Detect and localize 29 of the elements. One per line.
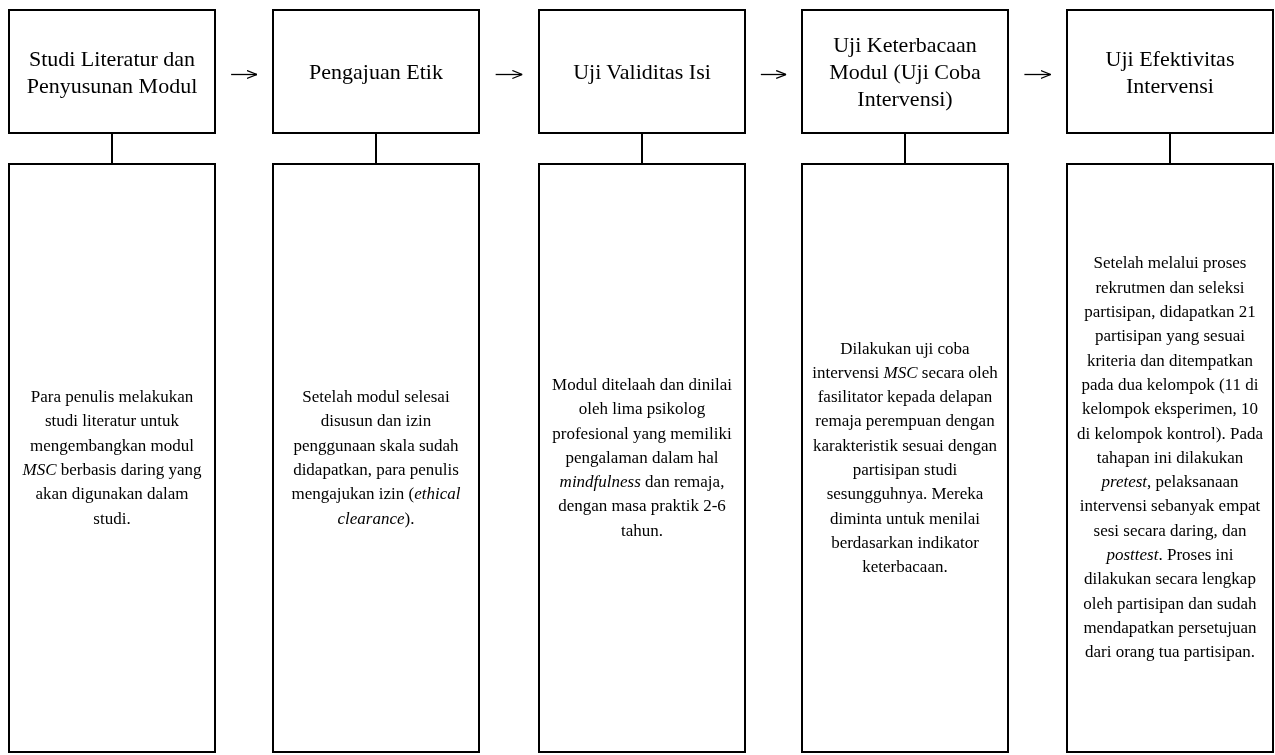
step-description: Setelah modul selesai disusun dan izin penggunaan skala sudah didapatkan, para penulis mengajukan izin (ethical clearance). [290,386,462,530]
step-box [801,9,1009,134]
step-box [8,9,216,134]
connector-line [375,133,377,164]
arrow [760,69,787,80]
step-box [272,9,480,134]
arrow [495,69,523,80]
step-title: Studi Literatur dan Penyusunan Modul [25,44,199,99]
description-box [1066,163,1274,753]
description-box [801,163,1009,753]
step-description: Dilakukan uji coba intervensi MSC secara oleh fasilitator kepada delapan remaja perempuan dengan karakteristik sesuai dengan partisipan studi sesungguhnya. Mereka diminta untuk menilai berdasarkan indikator keterbacaan. [811,337,999,579]
connector-line [111,133,113,164]
connector-line [641,133,643,164]
arrow [1023,69,1052,80]
step-description: Setelah melalui proses rekrutmen dan seleksi partisipan, didapatkan 21 partisipan yang sesuai kriteria dan ditempatkan pada dua kelompok (11 di kelompok eksperimen, 10 di kelompok kontrol). Pada tahapan ini dilakukan pretest, pelaksanaan intervensi sebanyak empat sesi secara daring, dan posttest. Proses ini dilakukan secara lengkap oleh partisipan dan sudah mendapatkan persetujuan dari orang tua partisipan. [1076,252,1264,664]
step-description: Para penulis melakukan studi literatur untuk mengembangkan modul MSC berbasis daring yang akan digunakan dalam studi. [21,386,203,530]
step-title: Uji Keterbacaan Modul (Uji Coba Intervensi) [828,31,982,112]
step-box [1066,9,1274,134]
connector-line [1169,133,1171,164]
description-box [8,163,216,753]
step-title: Uji Efektivitas Intervensi [1104,44,1236,99]
step-title: Uji Validitas Isi [573,58,711,85]
arrow [230,69,258,80]
connector-line [904,133,906,164]
description-box [272,163,480,753]
step-box [538,9,746,134]
description-box [538,163,746,753]
step-title: Pengajuan Etik [309,58,443,85]
step-description: Modul ditelaah dan dinilai oleh lima psikolog profesional yang memiliki pengalaman dalam hal mindfulness dan remaja, dengan masa praktik 2-6 tahun. [551,373,733,542]
